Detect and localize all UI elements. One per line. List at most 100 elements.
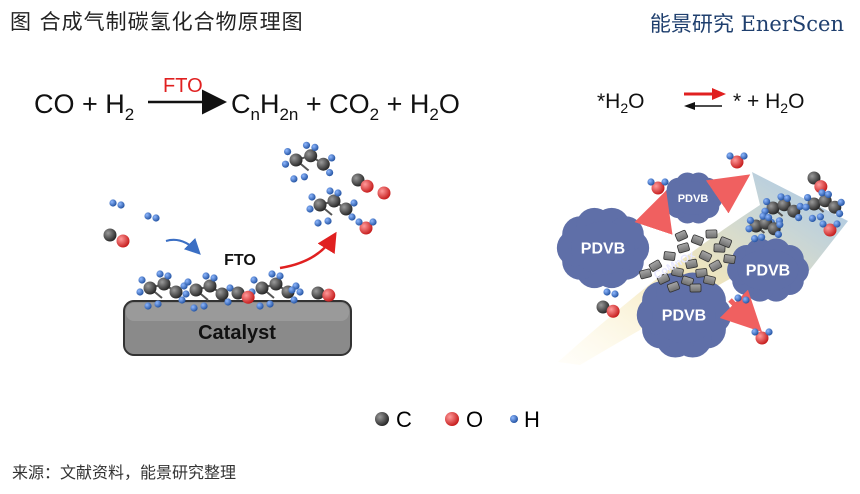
hydrogen-atom: [765, 214, 773, 222]
hydrogen-atom: [154, 300, 162, 308]
pdvb-cloud: PDVB: [556, 207, 650, 289]
hydrogen-atom: [745, 225, 753, 233]
hydrogen-atom: [117, 201, 125, 209]
hydrogen-atom: [144, 302, 152, 310]
carbon-atom: [255, 281, 269, 295]
catalyst-particle: [681, 275, 694, 287]
legend-hydrogen-icon: [510, 415, 518, 423]
carbon-atom: [313, 198, 327, 212]
catalyst-particle: [663, 251, 676, 261]
hydrogen-atom: [290, 296, 298, 304]
hydrogen-atom: [324, 217, 332, 225]
oxygen-atom: [322, 288, 336, 302]
carbon-atom: [351, 173, 365, 187]
equation-reactants: CO + H2: [34, 89, 134, 124]
hydrogen-atom: [136, 288, 144, 296]
hydrogen-atom: [268, 270, 276, 278]
hydrogen-atom: [816, 213, 825, 221]
catalyst-particle: [648, 259, 663, 272]
carbon-atom: [203, 279, 217, 293]
legend-carbon-icon: [375, 412, 389, 426]
carbon-atom: [189, 283, 203, 297]
hydrogen-atom: [802, 203, 810, 211]
catalyst-particle: [705, 229, 718, 239]
carbon-atom: [103, 228, 117, 242]
hydrogen-atom: [300, 173, 308, 181]
hydrogen-atom: [152, 214, 160, 222]
oxygen-atom: [241, 290, 255, 304]
adsorption-arrow: [165, 237, 201, 255]
catalyst-particle: [703, 274, 716, 286]
legend-label-carbon: C: [396, 407, 412, 432]
hydrogen-atom: [109, 199, 117, 207]
hydrogen-atom: [833, 220, 841, 228]
carbon-atom: [327, 194, 341, 208]
hydrogen-atom: [156, 270, 164, 278]
right-molecules: [596, 152, 845, 345]
carbon-atom: [143, 281, 157, 295]
hydrogen-atom: [836, 210, 844, 218]
hydrogen-atom: [182, 290, 190, 298]
atom-legend: C O H: [375, 407, 540, 432]
hydrogen-atom: [746, 216, 755, 224]
hydrogen-atom: [334, 189, 342, 197]
hydrogen-atom: [795, 214, 803, 222]
hydrogen-atom: [740, 152, 748, 160]
hydrogen-atom: [758, 233, 766, 241]
hydrogen-atom: [144, 212, 152, 220]
left-molecules: [103, 141, 391, 312]
oxygen-atom: [377, 186, 391, 200]
hydrogen-atom: [190, 304, 198, 312]
carbon-atom: [596, 300, 610, 314]
catalyst-particle: [689, 283, 702, 293]
hydrogen-atom: [783, 194, 792, 202]
hydrogen-atom: [210, 274, 218, 282]
hydrogen-atom: [777, 193, 785, 201]
hydrogen-atom: [306, 205, 314, 213]
oxygen-atom: [651, 181, 665, 195]
hydrogen-atom: [314, 219, 322, 227]
hydrogen-atom: [266, 300, 274, 308]
carbon-atom: [807, 197, 821, 211]
left-diagram: Catalyst FTO: [103, 141, 391, 356]
carbon-atom: [316, 157, 330, 171]
legend-label-hydrogen: H: [524, 407, 540, 432]
catalyst-particle: [698, 250, 713, 263]
carbon-atom: [231, 286, 245, 300]
catalyst-label: Catalyst: [198, 322, 276, 344]
oxygen-atom: [814, 180, 828, 194]
pdvb-cloud: PDVB: [727, 238, 809, 302]
hydrogen-atom: [326, 169, 334, 177]
cloud-body: [571, 221, 635, 275]
cloud-body: [652, 287, 716, 343]
oxygen-atom: [359, 221, 373, 235]
pdvb-label: PDVB: [662, 308, 706, 325]
hydrogen-atom: [796, 202, 804, 210]
hydrogen-atom: [751, 235, 759, 243]
catalyst-particle: [695, 268, 708, 278]
process-label: FTO: [224, 252, 256, 269]
catalyst-particle: [666, 281, 680, 293]
catalyst-particle: [718, 236, 733, 248]
hydrogen-atom: [281, 160, 290, 168]
hydrogen-atom: [276, 272, 284, 280]
hydrogen-atom: [369, 218, 377, 226]
catalyst-particle: [723, 254, 736, 265]
hydrogen-atom: [661, 178, 669, 186]
carbon-atom: [339, 202, 353, 216]
desorption-arrow: [279, 231, 337, 270]
catalyst-particle: [708, 259, 723, 272]
oxygen-atom: [823, 223, 837, 237]
catalyst-particle: [671, 266, 684, 278]
hydrogen-atom: [776, 221, 784, 229]
source-note: 来源：文献资料，能景研究整理: [12, 463, 237, 482]
oxygen-atom: [116, 234, 130, 248]
catalyst-particle: [685, 258, 698, 270]
oxygen-atom: [755, 331, 769, 345]
hydrogen-atom: [751, 328, 759, 336]
catalyst-particle: [656, 272, 671, 285]
hydrogen-atom: [178, 296, 186, 304]
carbon-atom: [289, 153, 303, 167]
